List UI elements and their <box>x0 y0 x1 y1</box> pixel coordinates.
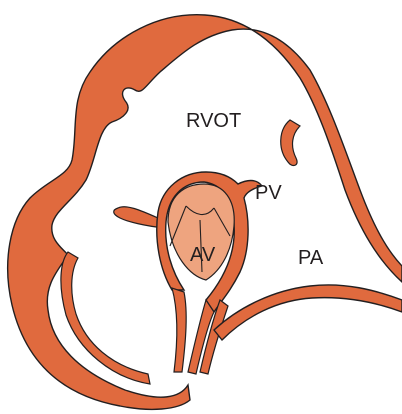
pulmonary-artery-wall <box>214 285 402 340</box>
pa-label: PA <box>298 247 324 269</box>
av-label: AV <box>190 244 216 266</box>
pv-label: PV <box>255 182 282 204</box>
lvot-left-wall <box>172 288 186 372</box>
pulmonary-valve-leaflet <box>281 120 300 165</box>
rvot-label: RVOT <box>186 110 241 132</box>
